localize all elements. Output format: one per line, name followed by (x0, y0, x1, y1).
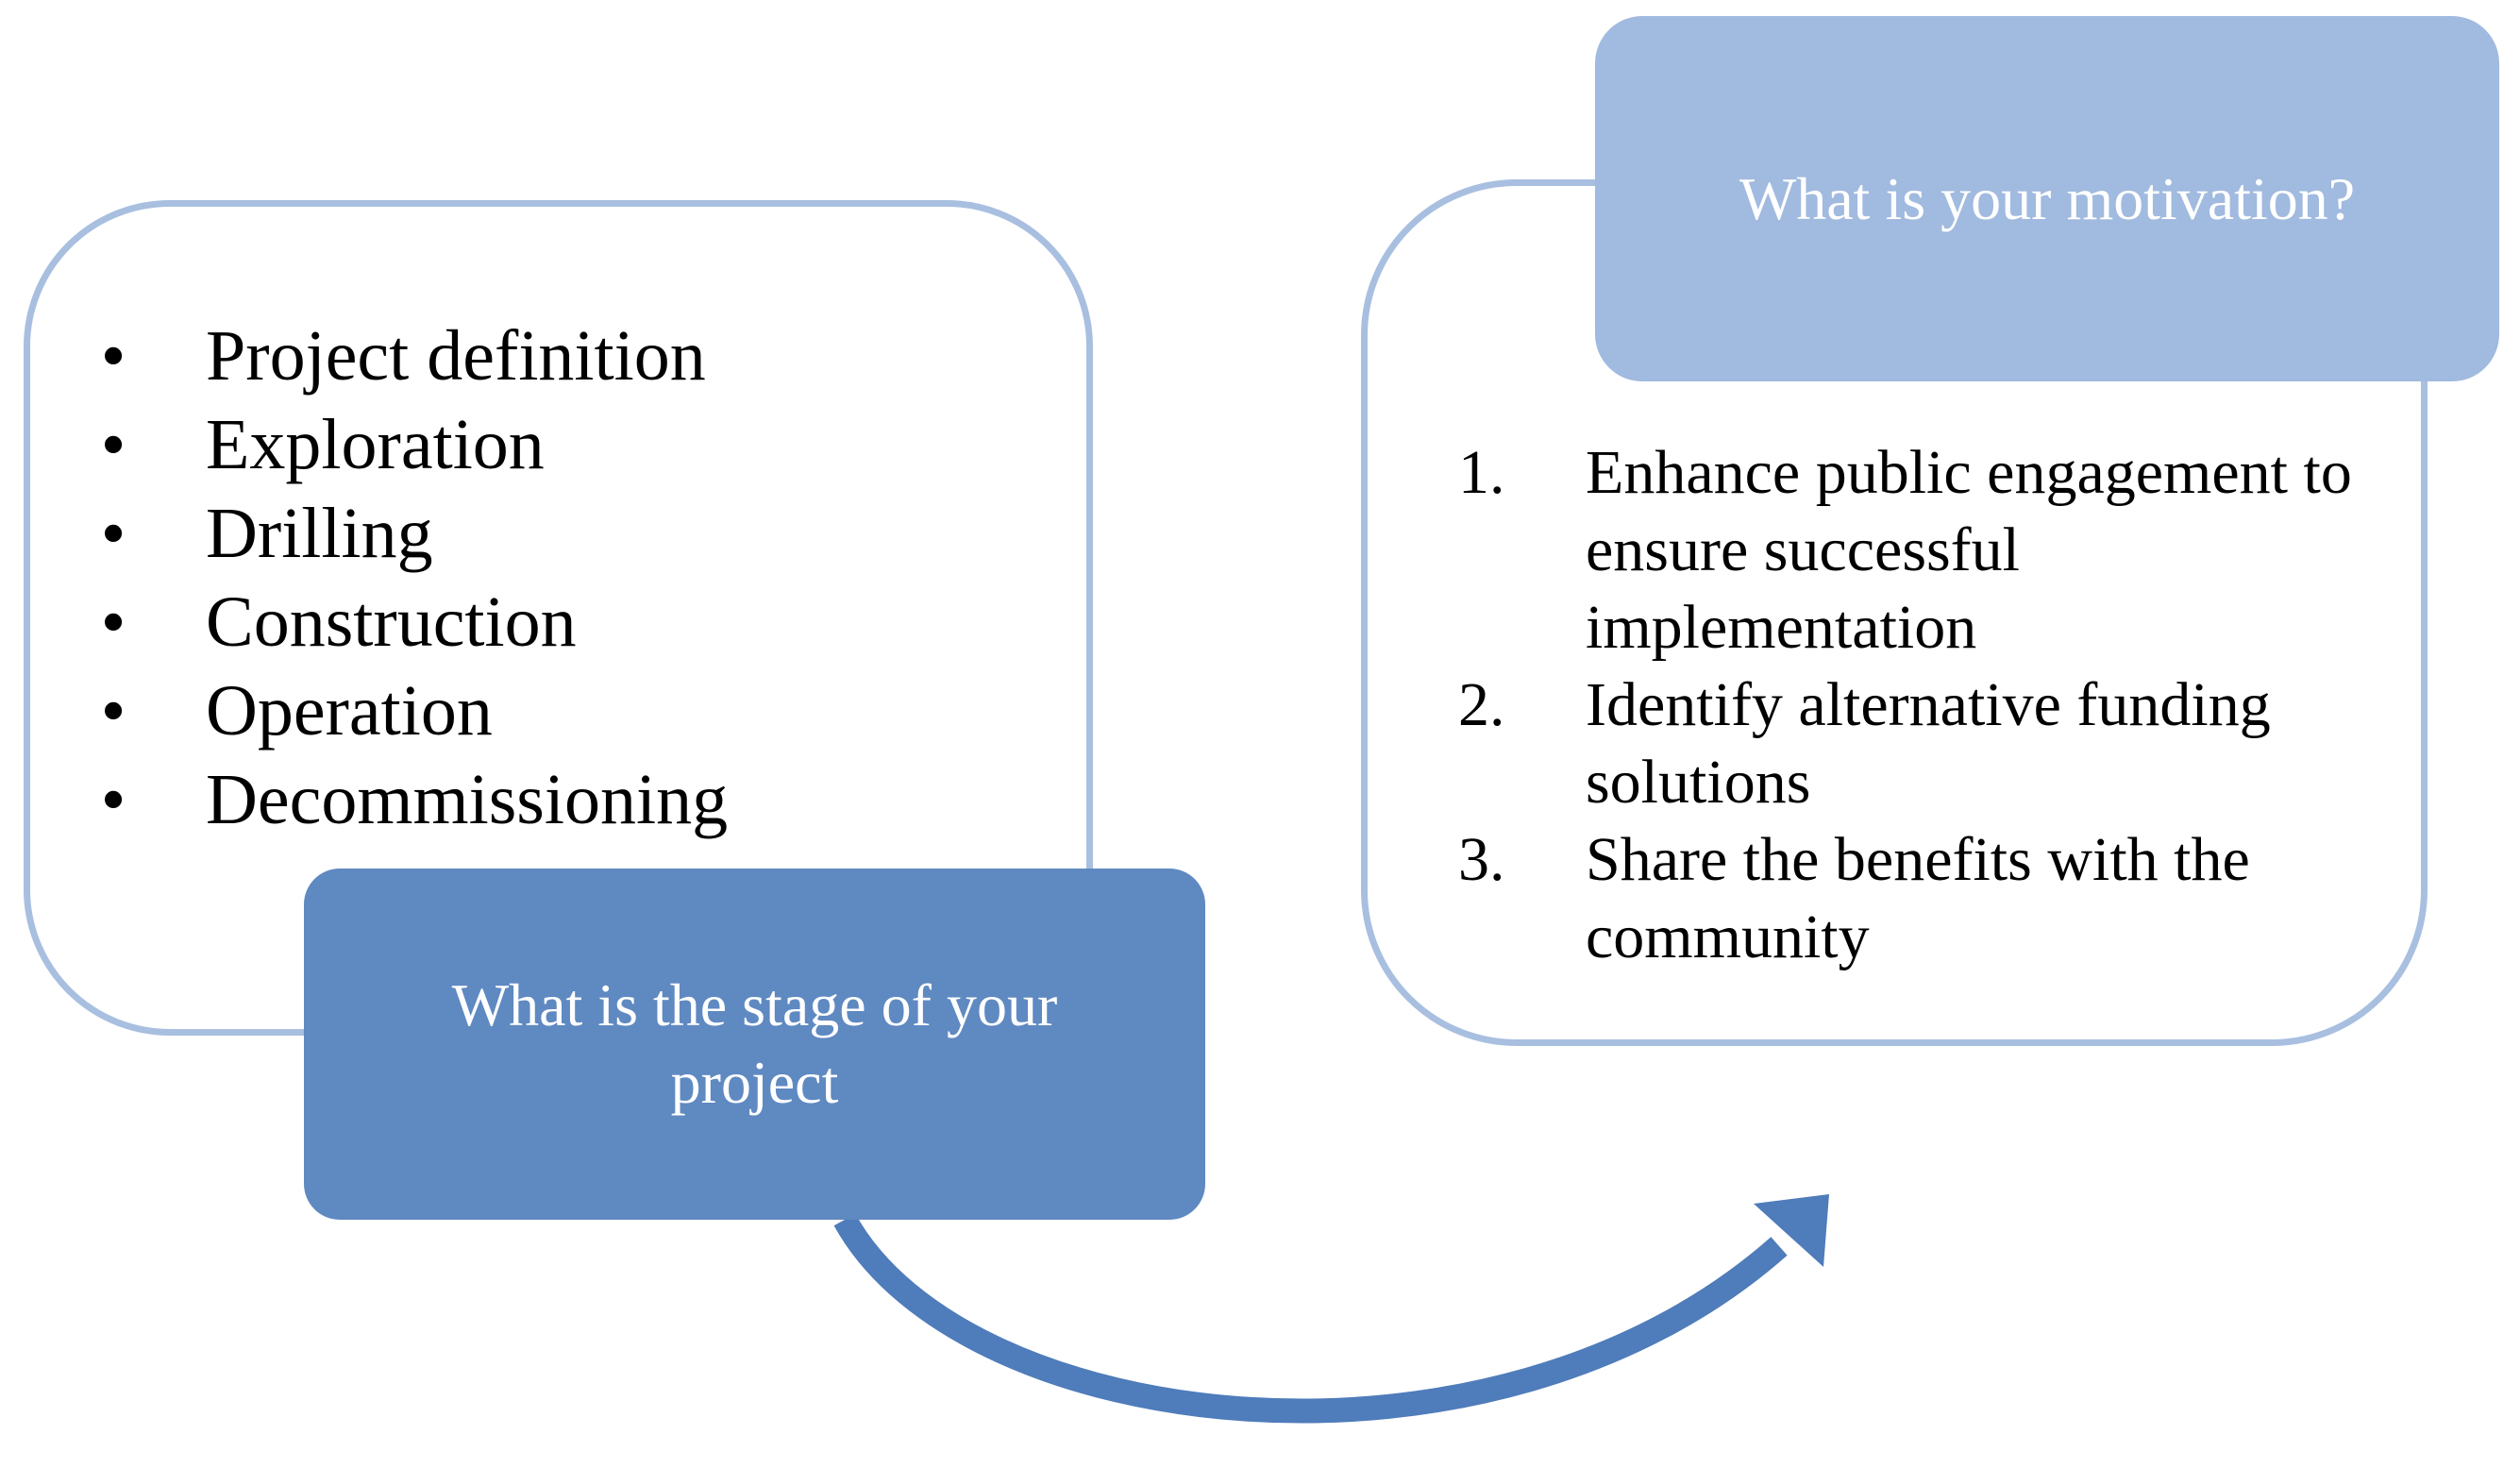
list-item: 3. Share the benefits with the community (1458, 821, 2402, 976)
item-number: 3. (1458, 825, 1505, 894)
list-item: • Project definition (94, 312, 728, 400)
stage-item-label: Project definition (206, 316, 706, 396)
motivation-title-box: What is your motivation? (1595, 16, 2499, 381)
list-item: • Construction (94, 578, 728, 667)
stage-item-label: Construction (206, 582, 577, 662)
list-item: 1. Enhance public engagement to ensure su… (1458, 434, 2402, 667)
stage-item-label: Drilling (206, 494, 433, 573)
bullet-icon: • (100, 405, 126, 484)
list-item: • Exploration (94, 400, 728, 489)
list-item: 2. Identify alternative funding solutions (1458, 667, 2402, 821)
list-item: • Decommissioning (94, 755, 728, 844)
motivation-title: What is your motivation? (1739, 164, 2356, 232)
list-item: • Drilling (94, 489, 728, 578)
bullet-icon: • (100, 760, 126, 839)
motivation-item-text: Identify alternative funding solutions (1586, 670, 2271, 817)
bullet-icon: • (100, 316, 126, 396)
connector-arrowhead (1754, 1194, 1829, 1267)
stage-item-label: Operation (206, 671, 493, 751)
item-number: 1. (1458, 438, 1505, 507)
stage-list: • Project definition • Exploration • Drilli… (94, 312, 728, 844)
stage-title-box: What is the stage of your project (304, 869, 1205, 1220)
motivation-item-text: Enhance public engagement to ensure succ… (1586, 438, 2352, 662)
list-item: • Operation (94, 667, 728, 755)
motivation-item-text: Share the benefits with the community (1586, 825, 2250, 971)
motivation-list: 1. Enhance public engagement to ensure su… (1458, 434, 2402, 976)
item-number: 2. (1458, 670, 1505, 739)
connector-arrow-curve (833, 1213, 1788, 1424)
bullet-icon: • (100, 671, 126, 751)
bullet-icon: • (100, 494, 126, 573)
stage-item-label: Decommissioning (206, 760, 729, 839)
stage-item-label: Exploration (206, 405, 545, 484)
stage-title: What is the stage of your project (451, 971, 1058, 1116)
bullet-icon: • (100, 582, 126, 662)
